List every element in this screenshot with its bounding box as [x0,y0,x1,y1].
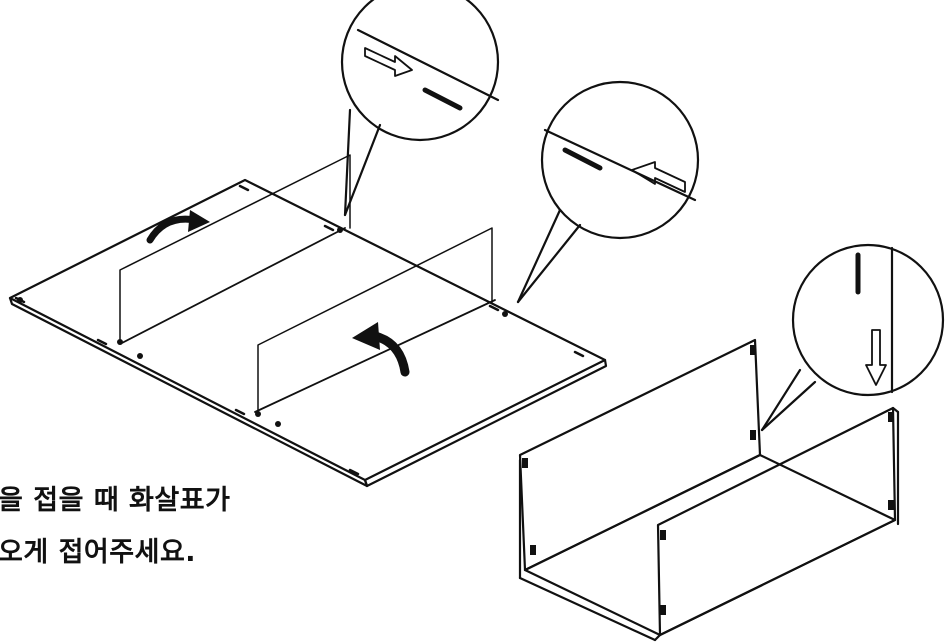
unfolded-board [8,154,608,488]
instruction-line-1: 을 접을 때 화살표가 [0,485,231,516]
callout-right [760,243,945,432]
folded-box [518,338,900,642]
callout-top-right [516,80,700,304]
callout-top-left [340,0,500,217]
instruction-line-2: 오게 접어주세요. [0,537,197,568]
